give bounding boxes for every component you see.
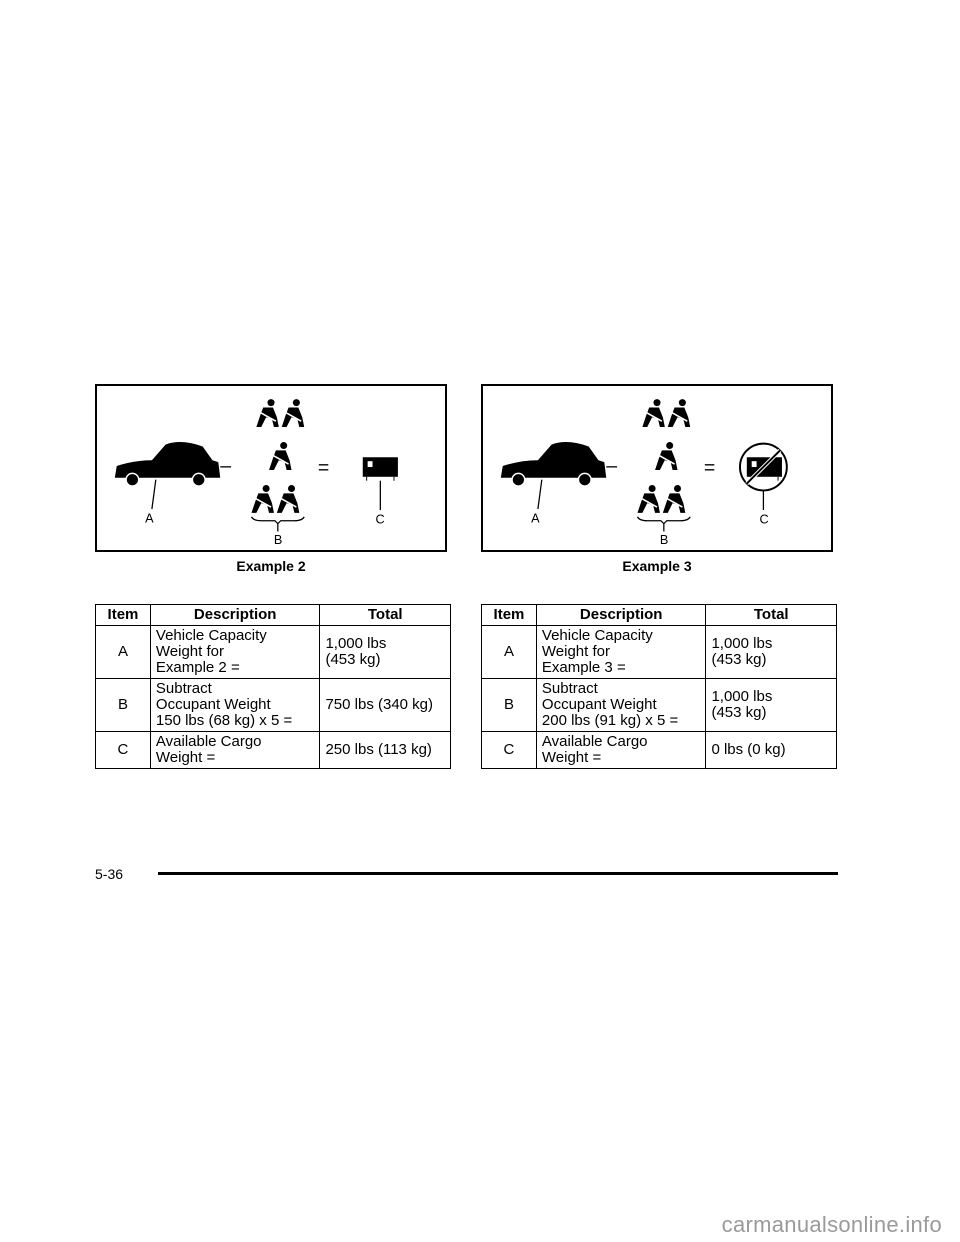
seat-icon	[654, 441, 679, 471]
row-item: A	[481, 625, 537, 679]
minus-sign: –	[220, 455, 231, 477]
seat-icon	[636, 484, 661, 514]
label-a: A	[531, 512, 540, 526]
example-3-caption: Example 3	[622, 558, 692, 574]
example-3-figure: A B – = C	[481, 384, 833, 552]
row-item: B	[95, 678, 151, 732]
seat-icon	[666, 398, 691, 428]
header-total: Total	[705, 604, 837, 626]
seat-icon	[276, 484, 301, 514]
row-item: B	[481, 678, 537, 732]
header-item: Item	[95, 604, 151, 626]
minus-sign: –	[606, 455, 617, 477]
footer-rule	[158, 872, 838, 875]
seat-icon	[268, 441, 293, 471]
page-number: 5-36	[95, 866, 124, 882]
row-total: 0 lbs (0 kg)	[705, 731, 837, 769]
header-description: Description	[149, 604, 321, 626]
seat-icon	[280, 398, 305, 428]
seat-icon	[641, 398, 666, 428]
row-item: A	[95, 625, 151, 679]
example-3-illustration: A B – = C	[500, 398, 788, 547]
example-2-caption: Example 2	[236, 558, 306, 574]
header-total: Total	[319, 604, 451, 626]
equals-sign: =	[318, 457, 329, 479]
car-icon	[114, 441, 221, 487]
header-item: Item	[481, 604, 537, 626]
example-2-illustration: A B – = C	[114, 398, 398, 547]
car-icon	[500, 441, 607, 487]
row-item: C	[481, 731, 537, 769]
equals-sign: =	[704, 457, 715, 479]
row-total: 750 lbs (340 kg)	[319, 678, 451, 732]
example-3-table: Item Description Total A Vehicle Capacit…	[481, 604, 837, 769]
row-total: 1,000 lbs(453 kg)	[319, 625, 451, 679]
label-c: C	[760, 513, 769, 527]
row-total: 250 lbs (113 kg)	[319, 731, 451, 769]
no-cargo-icon	[739, 442, 788, 492]
seat-icon	[255, 398, 280, 428]
row-total: 1,000 lbs(453 kg)	[705, 678, 837, 732]
example-2-table: Item Description Total A Vehicle Capacit…	[95, 604, 451, 769]
header-description: Description	[535, 604, 707, 626]
row-total: 1,000 lbs(453 kg)	[705, 625, 837, 679]
label-c: C	[375, 513, 384, 527]
label-a: A	[145, 512, 154, 526]
cargo-box-icon	[362, 457, 398, 481]
label-b: B	[274, 533, 282, 547]
example-2-figure: A B – = C	[95, 384, 447, 552]
row-item: C	[95, 731, 151, 769]
table-header-row: Item Description Total	[95, 604, 451, 626]
seat-icon	[662, 484, 687, 514]
table-header-row: Item Description Total	[481, 604, 837, 626]
seat-icon	[250, 484, 275, 514]
label-b: B	[660, 533, 668, 547]
watermark-text: carmanualsonline.info	[721, 1212, 942, 1237]
